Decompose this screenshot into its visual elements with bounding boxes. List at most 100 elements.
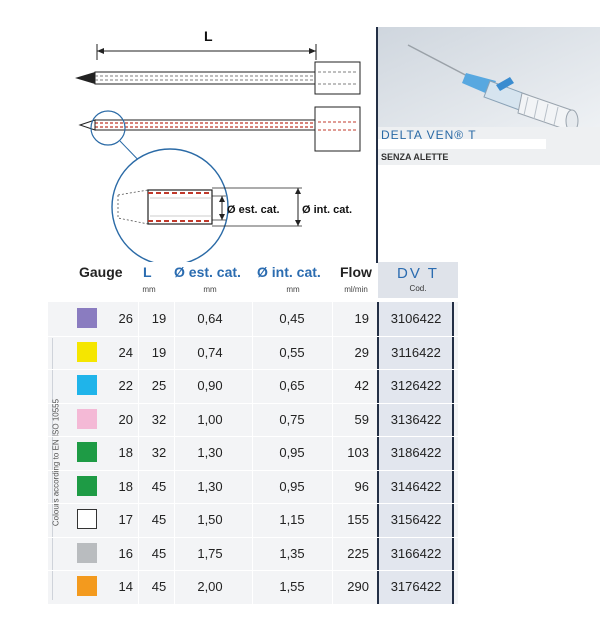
code-header-title: DV T [397, 265, 439, 282]
colour-swatch [77, 509, 97, 529]
outer-diameter-cell: 1,75 [197, 545, 223, 561]
length-cell: 45 [151, 478, 167, 494]
length-cell: 32 [151, 411, 167, 427]
code-header: DV T Cod. [378, 262, 458, 298]
product-name: DELTA VEN® T [381, 128, 477, 142]
gauge-cell: 18 [118, 478, 133, 494]
outer-diameter-cell: 0,74 [197, 344, 223, 360]
row-separator [48, 436, 458, 437]
code-cell: 3156422 [390, 512, 442, 527]
row-separator [48, 402, 458, 404]
row-separator [48, 369, 458, 370]
flow-cell: 19 [354, 311, 369, 326]
outer-diameter-label: Ø est. cat. [227, 204, 280, 216]
row-separator [48, 469, 458, 471]
divider-line [376, 27, 378, 263]
product-panel: DELTA VEN® T SENZA ALETTE [378, 27, 600, 165]
outer-diameter-cell: 1,30 [197, 478, 223, 494]
outer-diameter-cell: 0,64 [197, 311, 223, 326]
colour-swatch [77, 341, 97, 362]
inner-diameter-cell: 0,45 [279, 311, 305, 326]
length-cell: 25 [151, 378, 167, 393]
gauge-cell: 20 [118, 411, 133, 427]
cannula-image [378, 27, 600, 127]
inner-diameter-header: Ø int. cat. [257, 264, 321, 280]
row-separator [48, 335, 458, 337]
code-cell: 3176422 [390, 579, 442, 594]
length-unit: mm [142, 285, 156, 294]
code-cell: 3126422 [390, 378, 442, 393]
flow-column-separator [332, 302, 333, 604]
length-cell: 19 [151, 311, 167, 326]
length-cell: 45 [151, 545, 167, 561]
inner-diameter-unit: mm [286, 285, 300, 294]
gauge-cell: 16 [118, 545, 133, 561]
length-cell: 45 [151, 579, 167, 594]
outer-diameter-cell: 2,00 [197, 579, 223, 594]
length-cell: 45 [151, 512, 167, 527]
outer-diameter-cell: 1,30 [197, 445, 223, 460]
colour-swatch [77, 308, 97, 328]
code-header-subtitle: Cod. [409, 284, 427, 293]
table-row: 18 45 1,30 0,95 96 3146422 [48, 470, 458, 503]
gauge-cell: 22 [118, 378, 133, 393]
inner-diameter-label: Ø int. cat. [302, 204, 352, 216]
gauge-cell: 24 [118, 344, 133, 360]
catheter-diagram: L Ø est. cat. [75, 28, 361, 262]
outer-diameter-header: Ø est. cat. [174, 264, 241, 280]
length-header: L [143, 264, 152, 280]
colour-swatch [77, 576, 97, 596]
outer-diameter-cell: 1,00 [197, 411, 223, 427]
code-cell: 3146422 [390, 478, 442, 494]
inner-diameter-cell: 1,35 [279, 545, 305, 561]
colour-swatch [77, 542, 97, 563]
flow-cell: 29 [354, 344, 369, 360]
flow-cell: 225 [347, 545, 369, 561]
row-separator [48, 536, 458, 538]
flow-cell: 42 [354, 378, 369, 393]
inner-diameter-cell: 1,15 [279, 512, 305, 527]
code-column-border [377, 302, 379, 604]
code-cell: 3136422 [390, 411, 442, 427]
gauge-cell: 18 [118, 445, 133, 460]
colour-swatch [77, 408, 97, 429]
inner-diameter-cell: 0,65 [279, 378, 305, 393]
outer-column-separator [174, 302, 175, 604]
inner-diameter-cell: 0,95 [279, 478, 305, 494]
inner-diameter-cell: 0,55 [279, 344, 305, 360]
needle-drawing [75, 61, 361, 95]
flow-cell: 290 [347, 579, 369, 594]
flow-header: Flow [340, 264, 372, 280]
flow-cell: 103 [347, 445, 369, 460]
colour-swatch [77, 442, 97, 462]
length-cell: 19 [151, 344, 167, 360]
inner-diameter-cell: 0,95 [279, 445, 305, 460]
inner-column-separator [252, 302, 253, 604]
gauge-cell: 26 [118, 311, 133, 326]
catheter-drawing [78, 106, 361, 152]
code-column-edge [452, 302, 454, 604]
gauge-cell: 14 [118, 579, 133, 594]
code-cell: 3186422 [390, 445, 442, 460]
gauge-header: Gauge [79, 264, 123, 280]
length-column-separator [138, 302, 139, 604]
code-column-background [378, 302, 454, 604]
outer-diameter-cell: 1,50 [197, 512, 223, 527]
row-separator [48, 503, 458, 504]
flow-cell: 96 [354, 478, 369, 494]
colour-swatch [77, 475, 97, 496]
colour-bracket [52, 338, 53, 600]
table-row: 17 45 1,50 1,15 155 3156422 [48, 503, 458, 536]
gauge-cell: 17 [118, 512, 133, 527]
flow-cell: 59 [354, 411, 369, 427]
flow-cell: 155 [347, 512, 369, 527]
colour-swatch [77, 375, 97, 395]
